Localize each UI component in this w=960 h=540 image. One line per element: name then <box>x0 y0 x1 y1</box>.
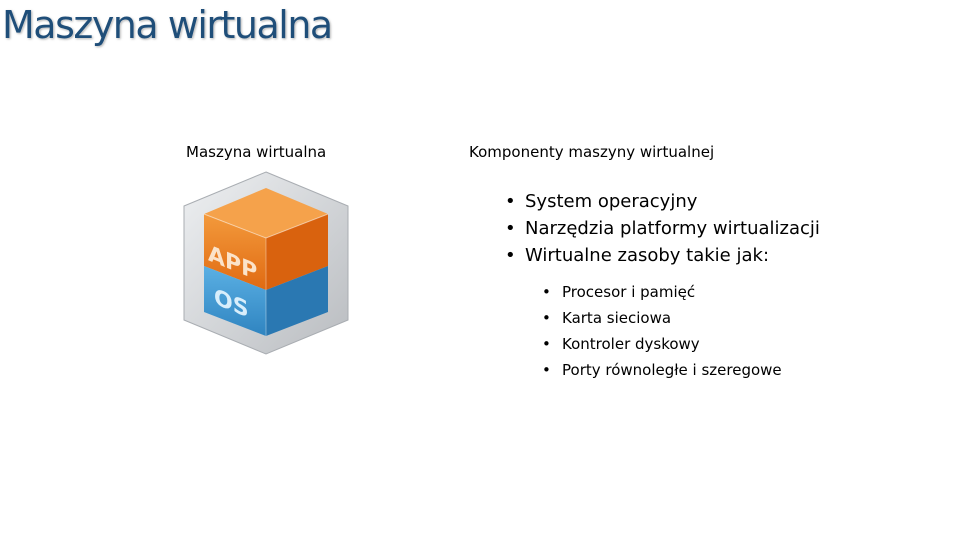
components-list: System operacyjny Narzędzia platformy wi… <box>505 188 820 269</box>
list-item: Narzędzia platformy wirtualizacji <box>505 215 820 242</box>
resources-list: Procesor i pamięć Karta sieciowa Kontrol… <box>542 279 782 383</box>
slide-title: Maszyna wirtualna <box>2 3 333 47</box>
vm-heading: Maszyna wirtualna <box>186 143 327 161</box>
list-item: System operacyjny <box>505 188 820 215</box>
list-item: Procesor i pamięć <box>542 279 782 305</box>
list-item: Porty równoległe i szeregowe <box>542 357 782 383</box>
vm-cube-icon: APP OS <box>183 171 349 355</box>
list-item: Karta sieciowa <box>542 305 782 331</box>
list-item: Kontroler dyskowy <box>542 331 782 357</box>
components-heading: Komponenty maszyny wirtualnej <box>469 143 715 161</box>
list-item: Wirtualne zasoby takie jak: <box>505 242 820 269</box>
